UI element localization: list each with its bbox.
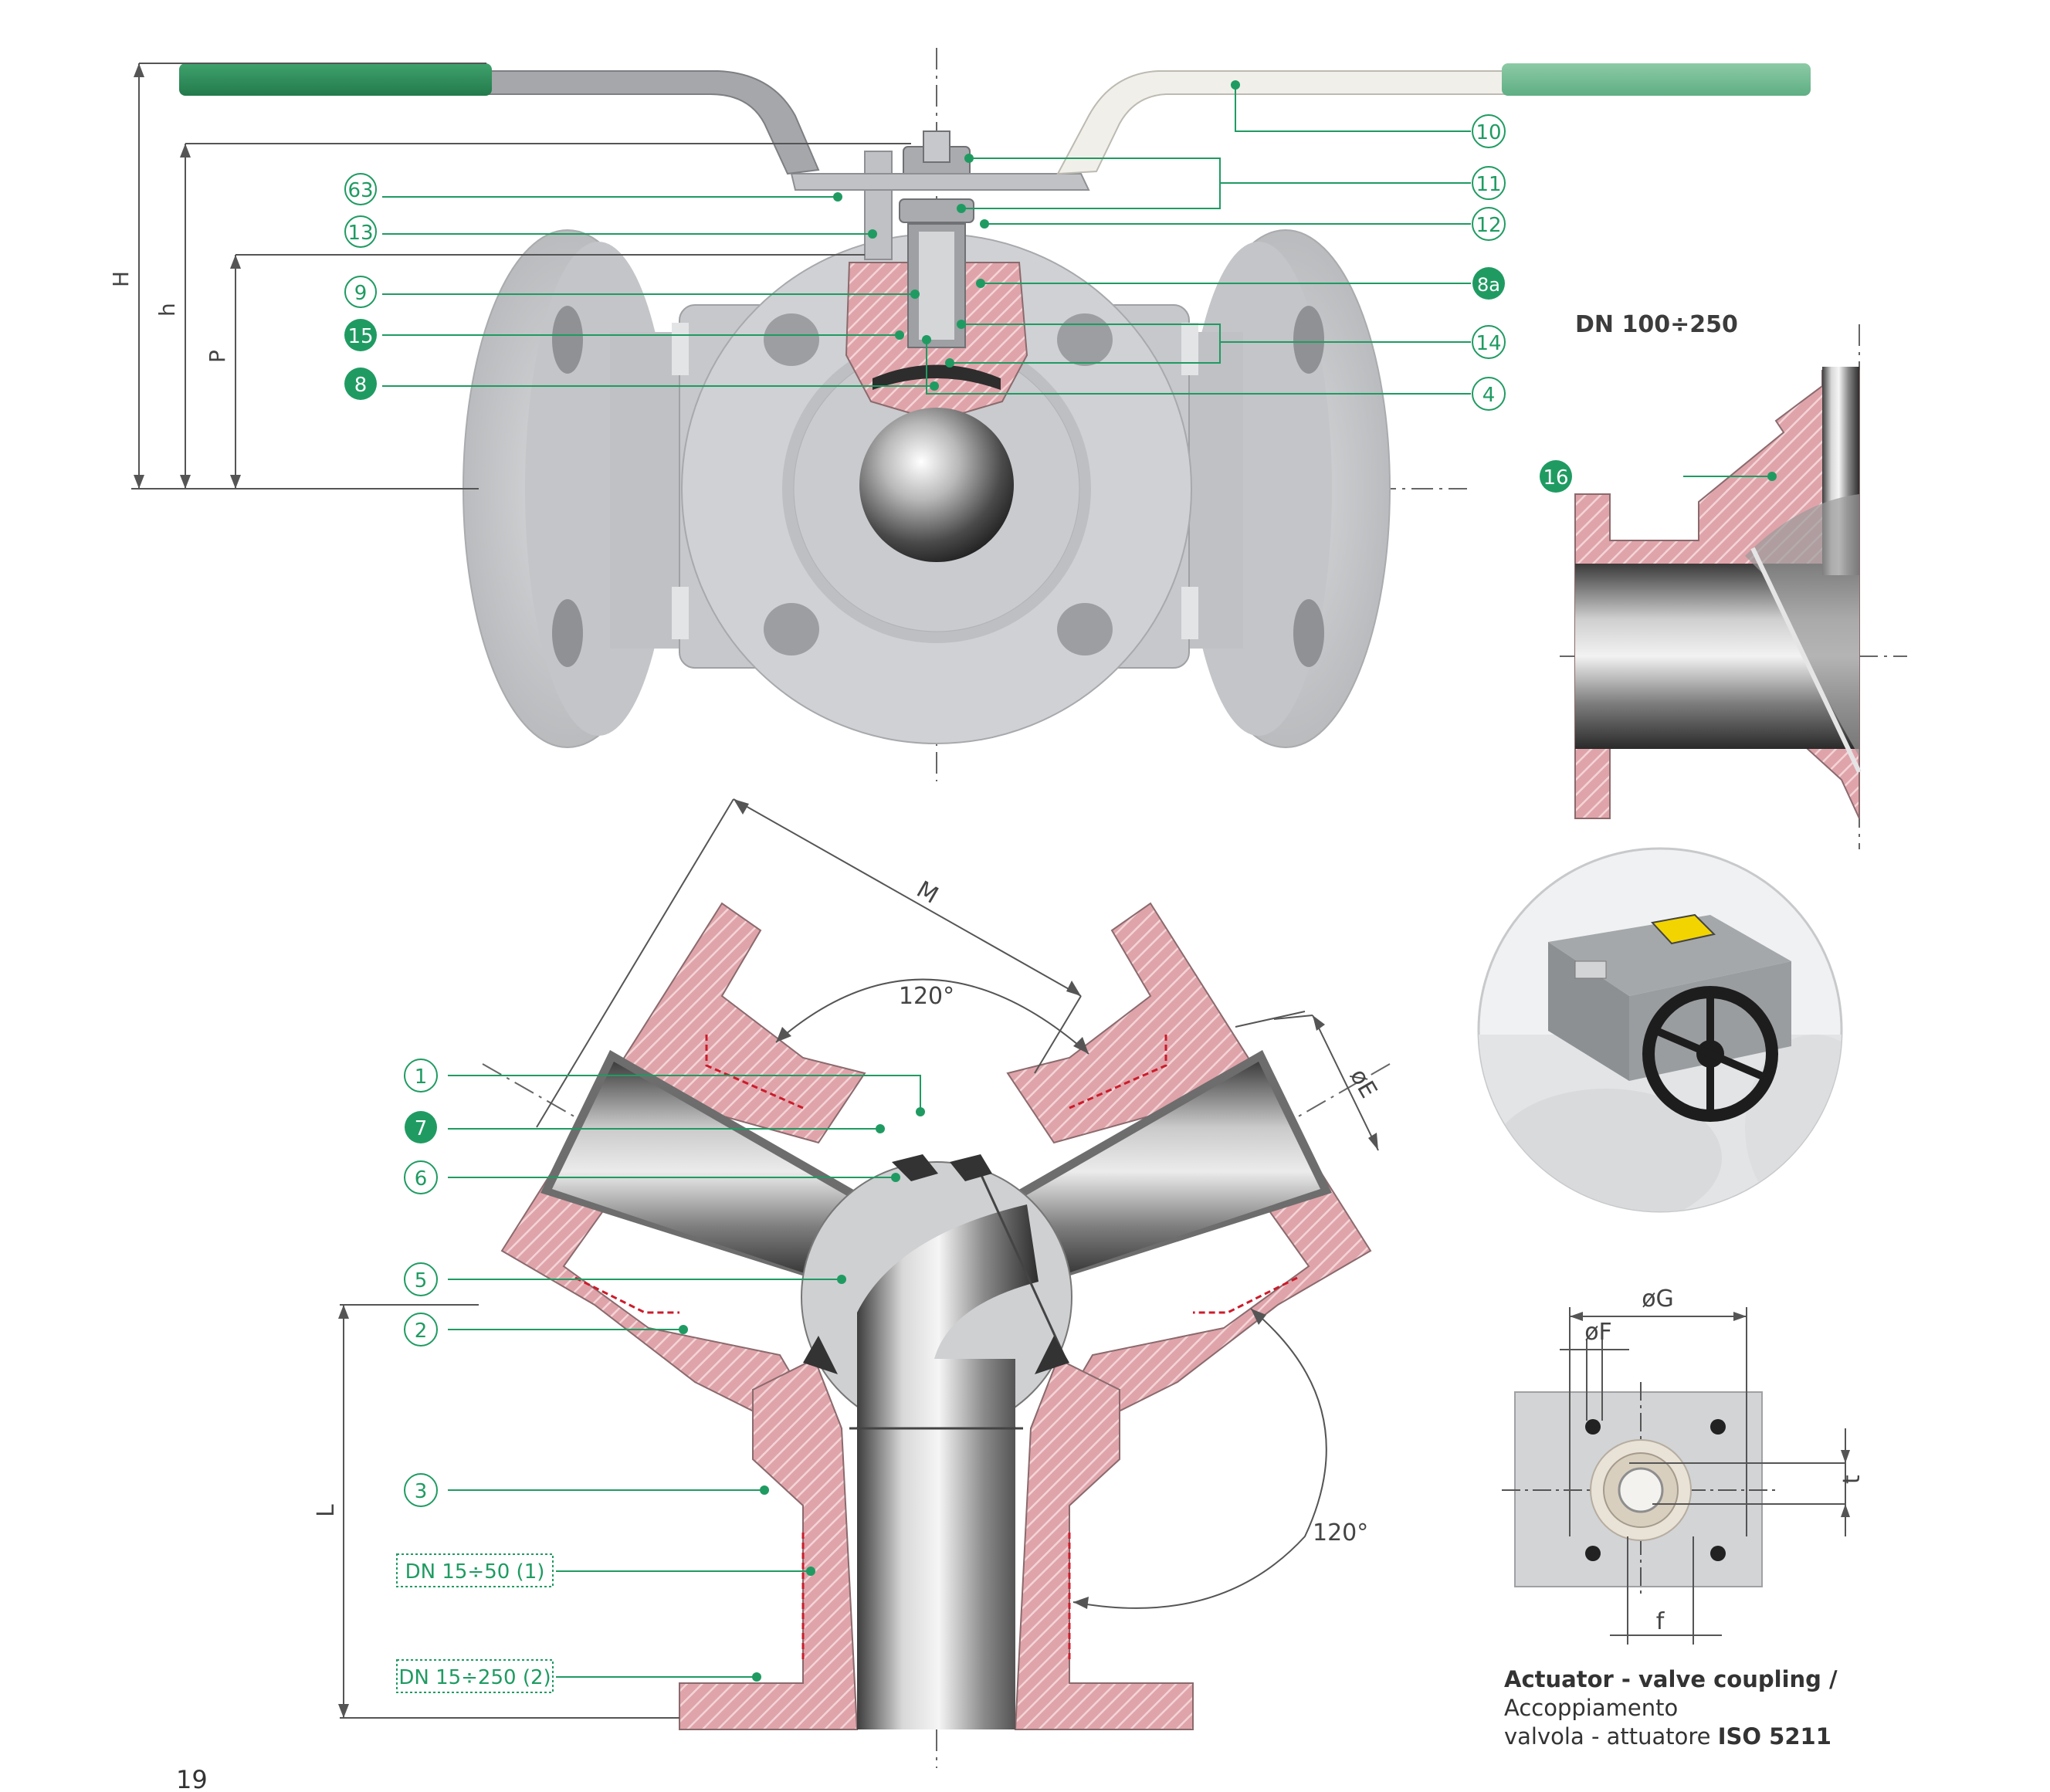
- callout-11: 11: [1472, 166, 1506, 200]
- stem-assembly: [864, 130, 974, 260]
- section-leader-dots: [679, 1107, 925, 1682]
- iso-flange: øG øF t f: [1502, 1286, 1865, 1645]
- svg-text:6: 6: [415, 1167, 428, 1191]
- detail-title: DN 100÷250: [1575, 311, 1738, 338]
- label-dn-15-50: DN 15÷50 (1): [396, 1553, 554, 1587]
- callout-8a: 8a: [1472, 267, 1505, 300]
- right-flange: [1158, 229, 1391, 748]
- callout-1: 1: [404, 1059, 438, 1092]
- svg-text:9: 9: [354, 282, 368, 305]
- callout-13: 13: [344, 215, 377, 248]
- dim-M: [536, 798, 1082, 1128]
- svg-text:DN 15÷250 (2): DN 15÷250 (2): [398, 1666, 551, 1689]
- callout-16: 16: [1540, 460, 1572, 493]
- cutaway-section: [845, 223, 1028, 562]
- dim-E: [1235, 1011, 1379, 1151]
- callout-14: 14: [1472, 325, 1506, 359]
- dim-label-h: h: [154, 303, 180, 317]
- callout-63: 63: [344, 173, 377, 205]
- svg-text:13: 13: [347, 222, 373, 245]
- top-view: H h P: [108, 48, 1811, 781]
- svg-text:63: 63: [347, 179, 373, 202]
- dim-L: [340, 1304, 679, 1719]
- svg-text:14: 14: [1476, 332, 1501, 355]
- actuator-photo: [1477, 847, 1843, 1213]
- svg-text:16: 16: [1543, 466, 1568, 489]
- dim-label-E: øE: [1344, 1065, 1382, 1103]
- callout-5: 5: [404, 1262, 438, 1296]
- dim-label-t: t: [1838, 1475, 1865, 1484]
- svg-text:1: 1: [415, 1065, 428, 1089]
- handle: [179, 63, 1811, 191]
- handle-grip-right: [1502, 63, 1811, 96]
- caption-line-2: Accoppiamento: [1504, 1695, 1679, 1721]
- dim-label-f: f: [1656, 1608, 1665, 1635]
- dim-label-F: øF: [1584, 1319, 1612, 1346]
- caption-line-3-prefix: valvola - attuatore: [1504, 1723, 1718, 1750]
- callout-8: 8: [344, 368, 377, 400]
- height-dimensions: [131, 63, 911, 489]
- callout-10: 10: [1472, 114, 1506, 148]
- detail-view: 16: [1540, 324, 1907, 849]
- callout-9: 9: [344, 276, 377, 308]
- ball-port-edge: [979, 1173, 1067, 1360]
- svg-text:8a: 8a: [1477, 274, 1500, 296]
- bolt-holes: [1585, 1419, 1726, 1561]
- svg-text:11: 11: [1476, 173, 1501, 196]
- label-dn-15-250: DN 15÷250 (2): [396, 1659, 554, 1693]
- angle-arc-top: [775, 978, 1089, 1055]
- dim-label-G: øG: [1642, 1286, 1674, 1313]
- handwheel-icon: [1642, 986, 1778, 1122]
- svg-text:8: 8: [354, 374, 368, 397]
- svg-text:3: 3: [415, 1480, 428, 1503]
- svg-text:4: 4: [1482, 384, 1496, 407]
- dim-label-M: M: [912, 876, 943, 910]
- angle-label-top: 120°: [899, 983, 954, 1010]
- iso-caption: Actuator - valve coupling / Accoppiament…: [1504, 1665, 1936, 1751]
- svg-text:7: 7: [415, 1117, 428, 1140]
- seal-lines: [574, 1035, 1298, 1660]
- ball: [859, 408, 1014, 562]
- angle-label-right: 120°: [1313, 1519, 1368, 1546]
- dim-label-P: P: [205, 350, 230, 363]
- callout-12: 12: [1472, 207, 1506, 241]
- svg-text:10: 10: [1476, 121, 1501, 144]
- angle-arc-right: [1072, 1308, 1327, 1609]
- caption-line-3-bold: ISO 5211: [1717, 1723, 1831, 1750]
- dim-label-H: H: [108, 271, 134, 287]
- section-view: M øE L 120° 120°: [313, 798, 1391, 1768]
- callout-3: 3: [404, 1473, 438, 1507]
- svg-text:DN 15÷50 (1): DN 15÷50 (1): [405, 1560, 545, 1584]
- handle-grip-left: [179, 63, 492, 96]
- callout-7: 7: [405, 1111, 437, 1143]
- seats: [803, 1154, 1069, 1374]
- left-leader-dots: [833, 192, 939, 391]
- right-leader-lines: [926, 85, 1471, 395]
- left-leader-lines: [382, 196, 934, 387]
- caption-line-1: Actuator - valve coupling /: [1504, 1666, 1838, 1692]
- section-leader-lines: [448, 1075, 921, 1678]
- svg-text:2: 2: [415, 1319, 428, 1343]
- callout-4: 4: [1472, 377, 1506, 411]
- callout-2: 2: [404, 1313, 438, 1347]
- callout-15: 15: [344, 319, 377, 351]
- flange-dims: [1560, 1307, 1846, 1645]
- svg-text:5: 5: [415, 1269, 428, 1292]
- dim-label-L: L: [313, 1504, 340, 1517]
- page-number: 19: [176, 1765, 208, 1792]
- caption-line-3: valvola - attuatore ISO 5211: [1504, 1723, 1936, 1751]
- callout-6: 6: [404, 1160, 438, 1194]
- right-leader-dots: [922, 80, 1240, 368]
- left-flange: [463, 229, 695, 748]
- svg-text:15: 15: [347, 325, 373, 348]
- ball-bore: [857, 1204, 1039, 1729]
- svg-text:12: 12: [1476, 214, 1501, 237]
